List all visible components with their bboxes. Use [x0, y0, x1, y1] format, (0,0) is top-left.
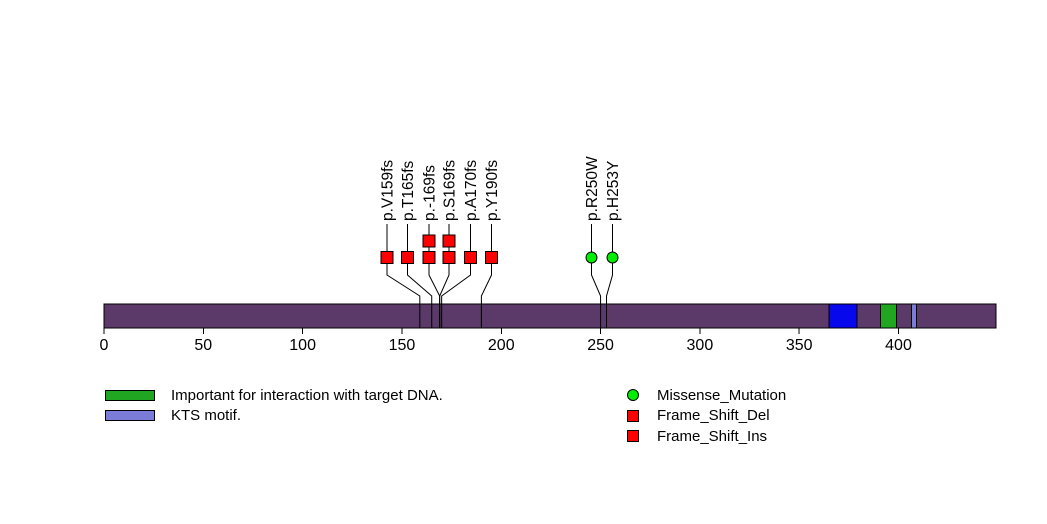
- axis-tick-label: 400: [885, 337, 912, 354]
- mutation-marker-square: [401, 251, 414, 264]
- mutation-legend-label: Missense_Mutation: [657, 386, 787, 404]
- legend-item-frame-shift-ins: Frame_Shift_Ins: [627, 426, 786, 447]
- mutation-label: p.S169fs: [442, 160, 459, 221]
- mutation-label: p.T165fs: [400, 160, 417, 221]
- mutation-marker-square: [422, 251, 436, 264]
- frame-shift-ins-icon: [627, 430, 639, 443]
- domain-kts-motif: [910, 303, 917, 329]
- domain-important-for-interaction-with-target-dna: [880, 303, 898, 329]
- mutation-label: p.V159fs: [380, 160, 397, 221]
- mutation-marker-square: [380, 251, 394, 264]
- mutation-legend-label: Frame_Shift_Ins: [657, 427, 768, 445]
- mutation-stem: [591, 224, 602, 328]
- mutation-stem: [407, 224, 433, 328]
- protein-bar: [103, 303, 997, 329]
- mutation-stem: [439, 224, 450, 328]
- mutation-marker-square: [485, 251, 498, 264]
- domain-legend-label: KTS motif.: [171, 407, 242, 425]
- mutation-stem: [606, 224, 613, 328]
- legend-item-target-dna: Important for interaction with target DN…: [105, 385, 443, 406]
- domain-swatch-target-dna: [105, 389, 155, 401]
- mutation-marker-circle: [585, 251, 598, 264]
- mutation-legend-label: Frame_Shift_Del: [657, 407, 770, 425]
- mutation-label: p.R250W: [584, 156, 601, 221]
- mutation-label: p.A170fs: [463, 160, 480, 221]
- domain-unnamed-0: [828, 303, 858, 329]
- axis-tick-label: 300: [687, 337, 714, 354]
- mutation-marker-square: [442, 251, 456, 264]
- legend-item-kts-motif: KTS motif.: [105, 406, 443, 427]
- domain-legend-label: Important for interaction with target DN…: [171, 386, 443, 404]
- mutation-label: p.Y190fs: [484, 160, 501, 221]
- domain-swatch-kts-motif: [105, 410, 155, 422]
- mutation-stem: [386, 224, 421, 328]
- missense-mutation-icon: [627, 389, 639, 402]
- axis-tick-label: 50: [194, 337, 212, 354]
- mutation-stem: [480, 224, 492, 328]
- frame-shift-del-icon: [627, 409, 639, 422]
- mutation-label: p.-169fs: [422, 165, 439, 221]
- legend-item-frame-shift-del: Frame_Shift_Del: [627, 406, 786, 427]
- axis-tick-label: 150: [389, 337, 416, 354]
- legend-item-missense-mutation: Missense_Mutation: [627, 385, 786, 406]
- axis-tick-label: 0: [100, 337, 109, 354]
- mutation-stem: [441, 224, 471, 328]
- mutation-marker-square: [442, 234, 456, 248]
- axis-tick-label: 250: [587, 337, 614, 354]
- mutation-marker-square: [464, 251, 477, 264]
- axis-tick-label: 350: [786, 337, 813, 354]
- axis-tick-label: 100: [289, 337, 316, 354]
- mutation-legend: Missense_Mutation Frame_Shift_Del Frame_…: [627, 385, 786, 447]
- mutation-label: p.H253Y: [605, 161, 622, 221]
- axis-tick-label: 200: [488, 337, 515, 354]
- mutation-marker-square: [422, 234, 436, 248]
- domain-legend: Important for interaction with target DN…: [105, 385, 443, 426]
- mutation-marker-circle: [606, 251, 619, 264]
